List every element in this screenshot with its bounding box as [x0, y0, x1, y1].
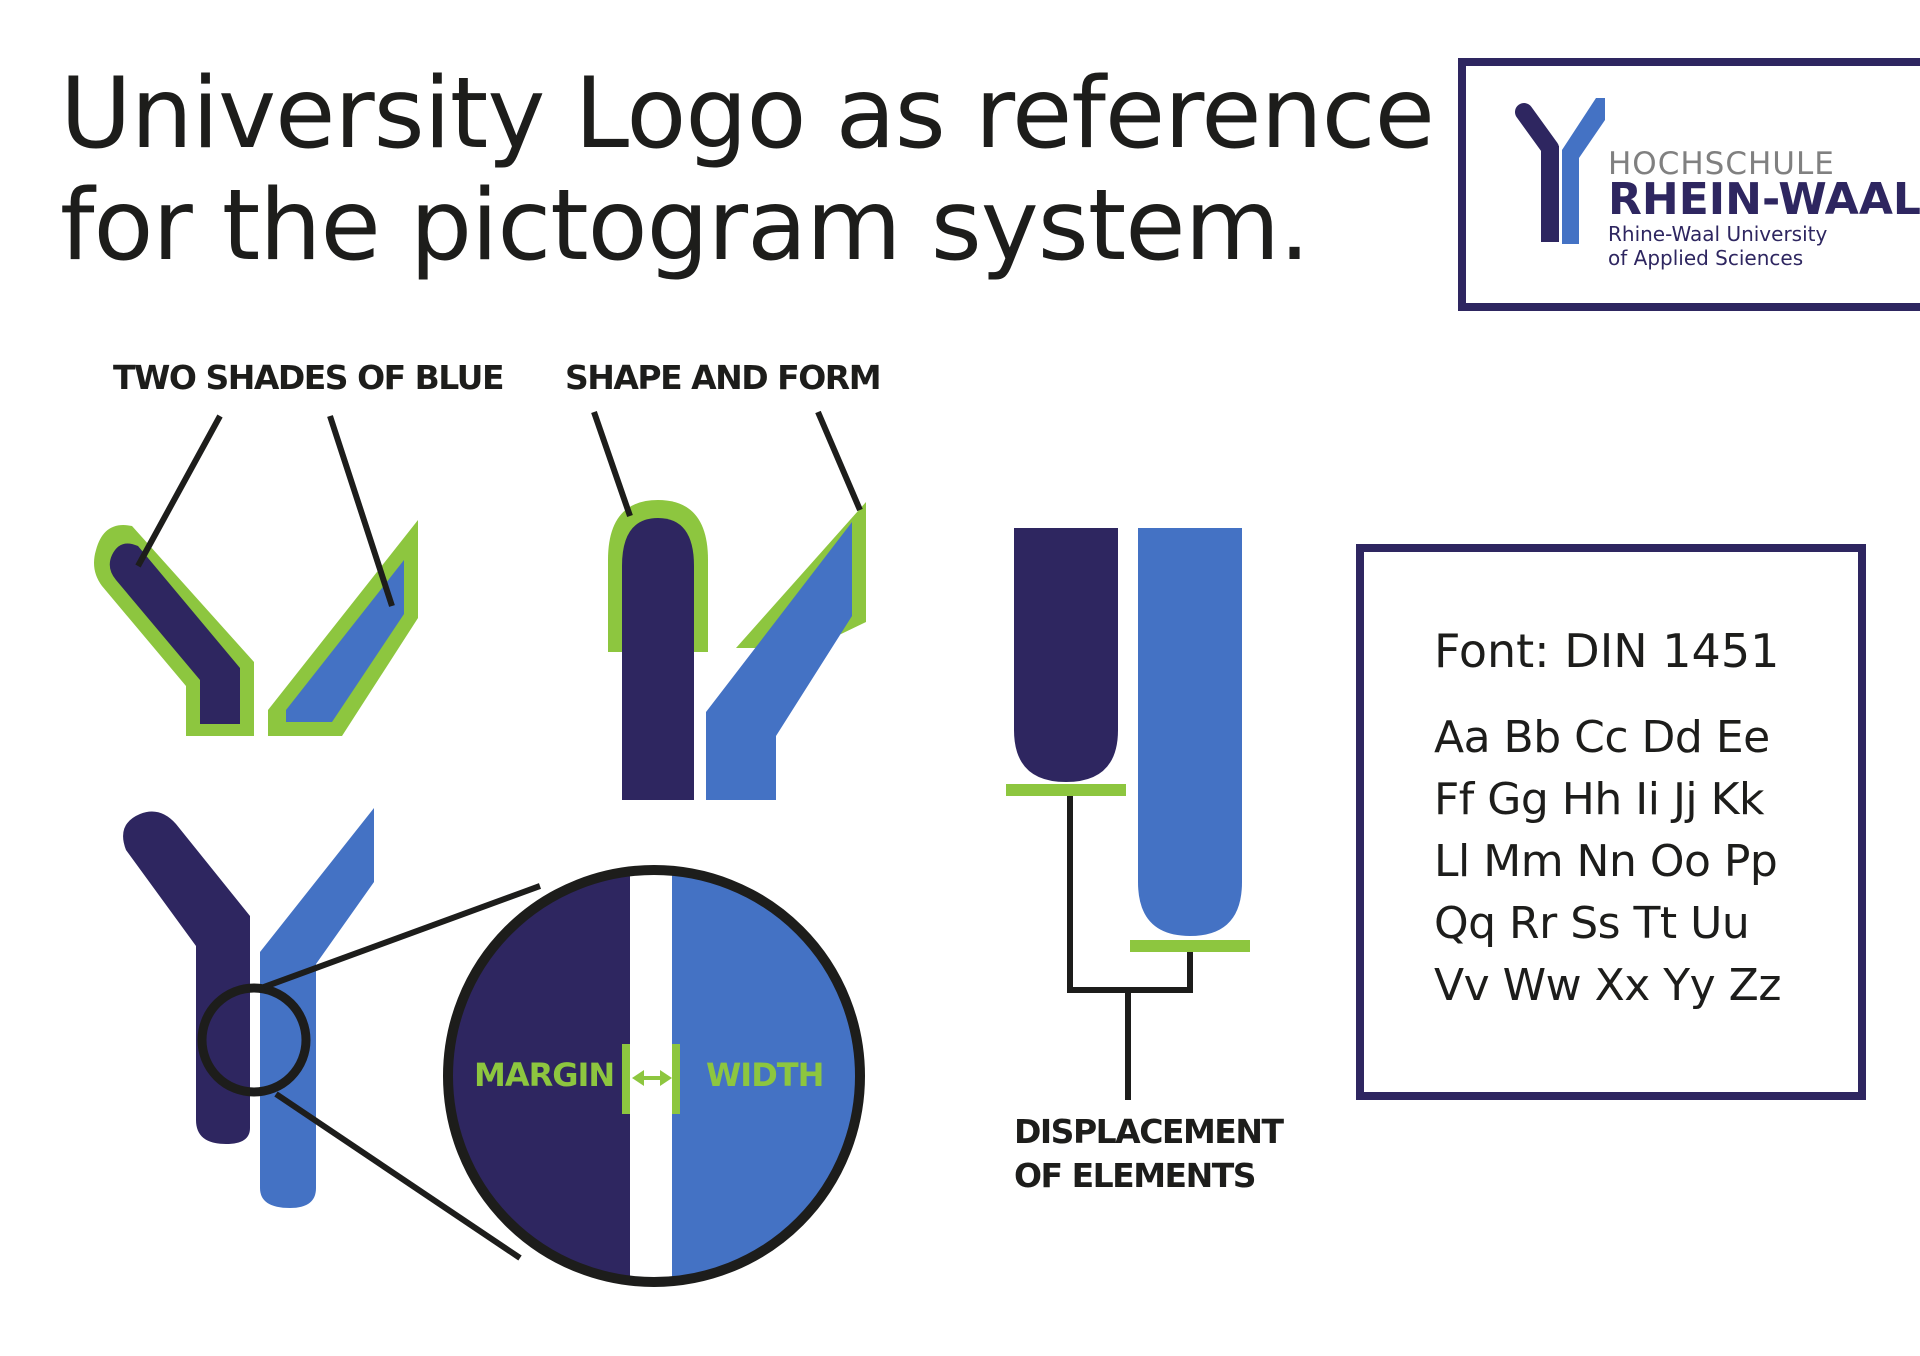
zoom-width-label: WIDTH: [706, 1056, 824, 1094]
font-specimen-title: Font: DIN 1451: [1434, 624, 1780, 678]
label-two-shades-of-blue: TWO SHADES OF BLUE: [113, 358, 505, 397]
pointer-line-angled: [815, 410, 863, 512]
page-title: University Logo as reference for the pic…: [60, 57, 1435, 283]
logo-subtitle-2: of Applied Sciences: [1608, 246, 1804, 270]
logo-hochschule: HOCHSCHULE: [1608, 146, 1835, 182]
logo-frame: [1458, 58, 1920, 311]
zoom-margin-label: MARGIN: [474, 1056, 615, 1094]
logo-y-dark: [123, 811, 250, 1144]
displacement-light-bar: [1138, 528, 1242, 936]
pointer-line-dark: [135, 414, 223, 568]
title-line-1: University Logo as reference: [60, 57, 1435, 171]
label-displacement-1: DISPLACEMENT: [1014, 1112, 1284, 1151]
font-specimen-frame: [1356, 544, 1866, 1100]
zoom-connector-bottom: [274, 1091, 522, 1261]
zoom-lens-small: [197, 983, 311, 1097]
alphabet-line-2: Ff Gg Hh Ii Jj Kk: [1434, 774, 1764, 825]
title-line-2: for the pictogram system.: [60, 169, 1310, 283]
light-blue-arm: [286, 560, 404, 722]
zoom-connector-top: [262, 883, 542, 990]
pointer-line-rounded: [591, 411, 633, 517]
pointer-line-light: [327, 415, 395, 607]
angled-bar: [706, 522, 852, 800]
logo-rhein-waal: RHEIN-WAAL: [1608, 174, 1920, 225]
displacement-dark-bar: [1014, 528, 1118, 782]
alphabet-line-1: Aa Bb Cc Dd Ee: [1434, 712, 1770, 763]
zoom-lens-large: [443, 865, 865, 1287]
label-shape-and-form: SHAPE AND FORM: [565, 358, 882, 397]
alphabet-line-3: Ll Mm Nn Oo Pp: [1434, 836, 1778, 887]
alphabet-line-4: Qq Rr Ss Tt Uu: [1434, 898, 1750, 949]
logo-y-light: [260, 808, 374, 1208]
label-displacement-2: OF ELEMENTS: [1014, 1156, 1256, 1195]
dark-blue-arm: [109, 543, 240, 724]
logo-subtitle-1: Rhine-Waal University: [1608, 222, 1828, 246]
rounded-bar: [622, 518, 694, 800]
alphabet-line-5: Vv Ww Xx Yy Zz: [1434, 960, 1781, 1011]
